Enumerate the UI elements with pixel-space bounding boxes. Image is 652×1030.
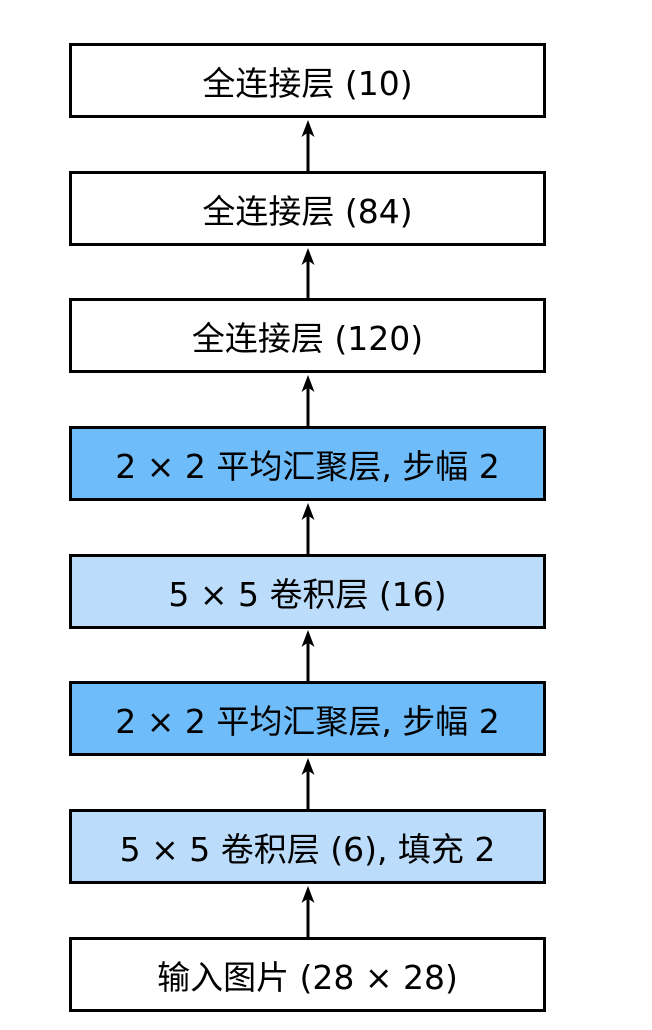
layer-label-fc3: 全连接层 (10) xyxy=(202,63,413,103)
layer-label-pool1: 2 × 2 平均汇聚层, 步幅 2 xyxy=(115,701,500,741)
layer-label-conv1: 5 × 5 卷积层 (6), 填充 2 xyxy=(119,829,496,869)
layer-box-conv1: 5 × 5 卷积层 (6), 填充 2 xyxy=(69,809,546,884)
layer-label-conv2: 5 × 5 卷积层 (16) xyxy=(168,574,447,614)
layer-label-fc2: 全连接层 (84) xyxy=(202,191,413,231)
layer-label-input: 输入图片 (28 × 28) xyxy=(157,957,458,997)
arrow-input-to-conv1 xyxy=(301,886,315,938)
layer-box-input: 输入图片 (28 × 28) xyxy=(69,937,546,1012)
arrow-fc2-to-fc3 xyxy=(301,120,315,172)
arrow-pool2-to-fc1 xyxy=(301,375,315,427)
layer-label-pool2: 2 × 2 平均汇聚层, 步幅 2 xyxy=(115,446,500,486)
layer-box-fc2: 全连接层 (84) xyxy=(69,171,546,246)
layer-box-conv2: 5 × 5 卷积层 (16) xyxy=(69,554,546,629)
layer-box-pool1: 2 × 2 平均汇聚层, 步幅 2 xyxy=(69,681,546,756)
layer-label-fc1: 全连接层 (120) xyxy=(191,318,424,358)
layer-box-pool2: 2 × 2 平均汇聚层, 步幅 2 xyxy=(69,426,546,501)
arrow-conv1-to-pool1 xyxy=(301,758,315,810)
arrow-conv2-to-pool2 xyxy=(301,503,315,555)
layer-box-fc3: 全连接层 (10) xyxy=(69,43,546,118)
layer-box-fc1: 全连接层 (120) xyxy=(69,298,546,373)
arrow-pool1-to-conv2 xyxy=(301,630,315,682)
arrow-fc1-to-fc2 xyxy=(301,248,315,300)
